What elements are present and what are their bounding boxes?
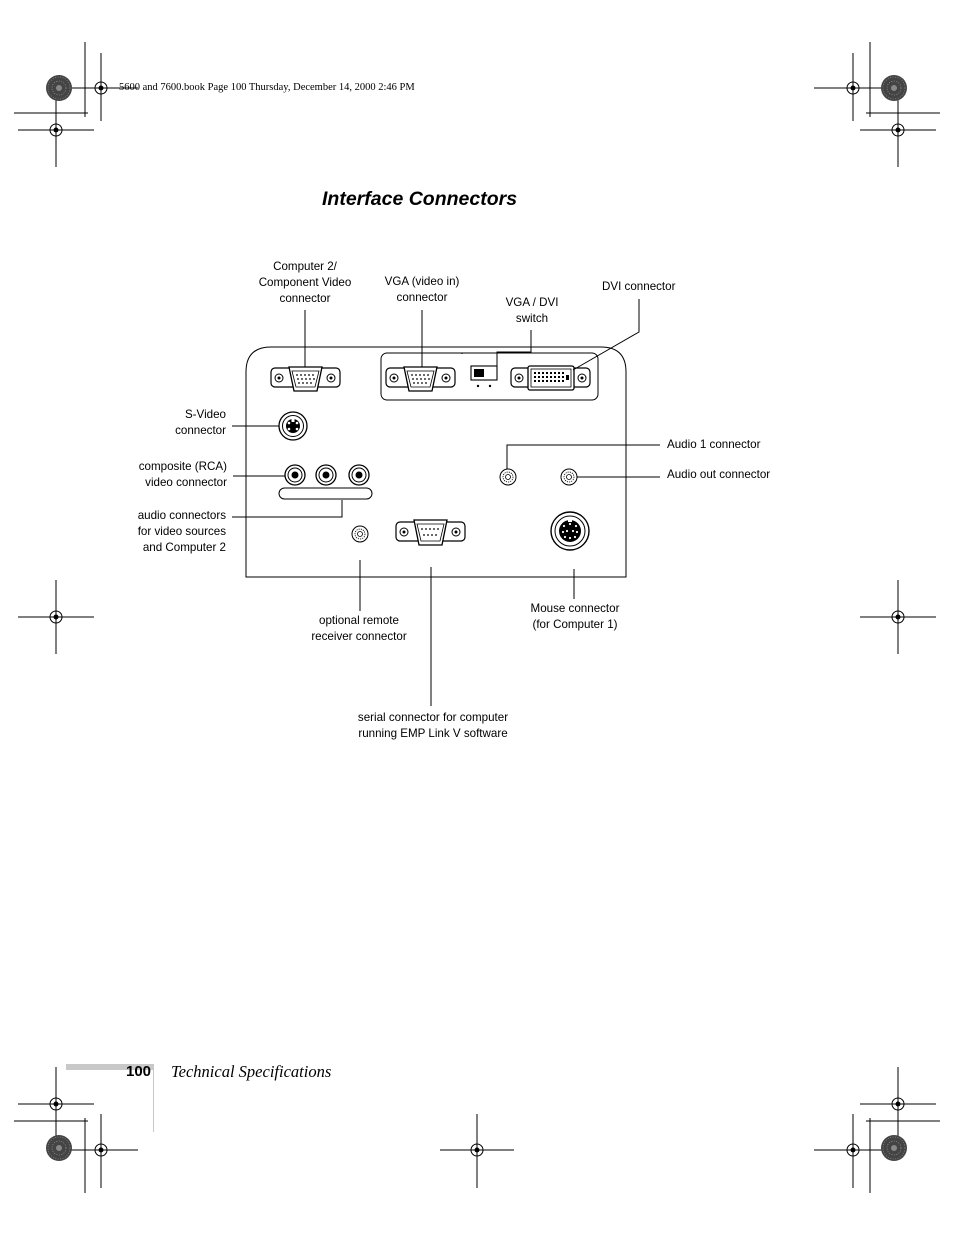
- label-audio-connectors: audio connectors for video sources and C…: [137, 509, 226, 554]
- file-info-header: 5600 and 7600.book Page 100 Thursday, De…: [119, 82, 415, 93]
- callout-lines: [232, 299, 660, 706]
- vga-in-connector-shape: [385, 366, 456, 392]
- label-composite-connector: composite (RCA) video connector: [138, 460, 227, 489]
- svideo-connector-shape: [278, 411, 308, 441]
- page-title: Interface Connectors: [322, 188, 518, 210]
- rca-jacks-shape: [278, 464, 373, 500]
- label-serial-connector: serial connector for computer running EM…: [357, 711, 509, 740]
- label-computer2-connector: Computer 2/ Component Video connector: [258, 260, 352, 305]
- registration-marks: [18, 53, 936, 1188]
- vga-dvi-switch-shape: [470, 365, 498, 388]
- footer-margin-line: [153, 1064, 154, 1132]
- dvi-connector-shape: [510, 365, 591, 391]
- back-panel: [245, 346, 627, 578]
- label-audio1-connector: Audio 1 connector: [667, 438, 761, 451]
- page-number: 100: [126, 1063, 152, 1080]
- section-title: Technical Specifications: [171, 1062, 332, 1081]
- crop-marks: [14, 42, 940, 1193]
- computer2-connector-shape: [270, 366, 341, 392]
- label-remote-receiver: optional remote receiver connector: [311, 614, 407, 643]
- label-svideo-connector: S-Video connector: [175, 408, 226, 437]
- mouse-connector-shape: [550, 511, 590, 551]
- label-dvi-connector: DVI connector: [602, 280, 676, 293]
- serial-connector-shape: [395, 519, 466, 546]
- label-vga-dvi-switch: VGA / DVI switch: [505, 296, 559, 325]
- label-mouse-connector: Mouse connector (for Computer 1): [530, 602, 620, 631]
- label-vga-in-connector: VGA (video in) connector: [384, 275, 460, 304]
- footer-rule: [66, 1064, 154, 1070]
- label-audio-out-connector: Audio out connector: [667, 468, 771, 481]
